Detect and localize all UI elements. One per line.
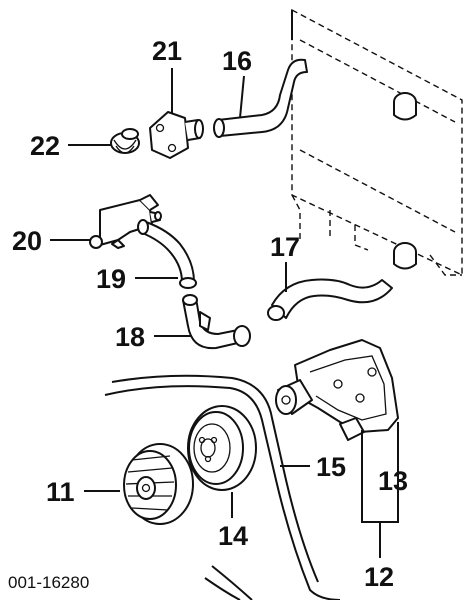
callout-22: 22	[30, 131, 60, 161]
fan-clutch	[123, 443, 194, 525]
callout-11: 11	[46, 477, 75, 507]
callout-17: 17	[270, 232, 300, 262]
drive-belt	[104, 374, 341, 600]
callout-15: 15	[316, 452, 346, 482]
thermostat	[110, 128, 140, 154]
water-outlet-pipe	[89, 194, 162, 249]
callout-21: 21	[152, 36, 182, 66]
callout-16: 16	[222, 46, 252, 76]
water-inlet-pipe	[182, 294, 251, 350]
leader-lines	[50, 68, 399, 558]
upper-radiator-hose	[213, 58, 308, 138]
callout-19: 19	[96, 264, 126, 294]
lower-radiator-hose	[267, 278, 393, 321]
callout-14: 14	[218, 521, 248, 551]
radiator	[291, 8, 463, 277]
document-id: 001-16280	[8, 573, 89, 592]
callout-20: 20	[12, 226, 42, 256]
thermostat-housing	[149, 111, 204, 159]
water-pump	[275, 339, 399, 441]
callout-18: 18	[115, 322, 145, 352]
water-pump-pulley	[187, 405, 257, 491]
callout-13: 13	[378, 466, 408, 496]
callout-12: 12	[364, 562, 394, 592]
bypass-hose	[137, 219, 197, 289]
